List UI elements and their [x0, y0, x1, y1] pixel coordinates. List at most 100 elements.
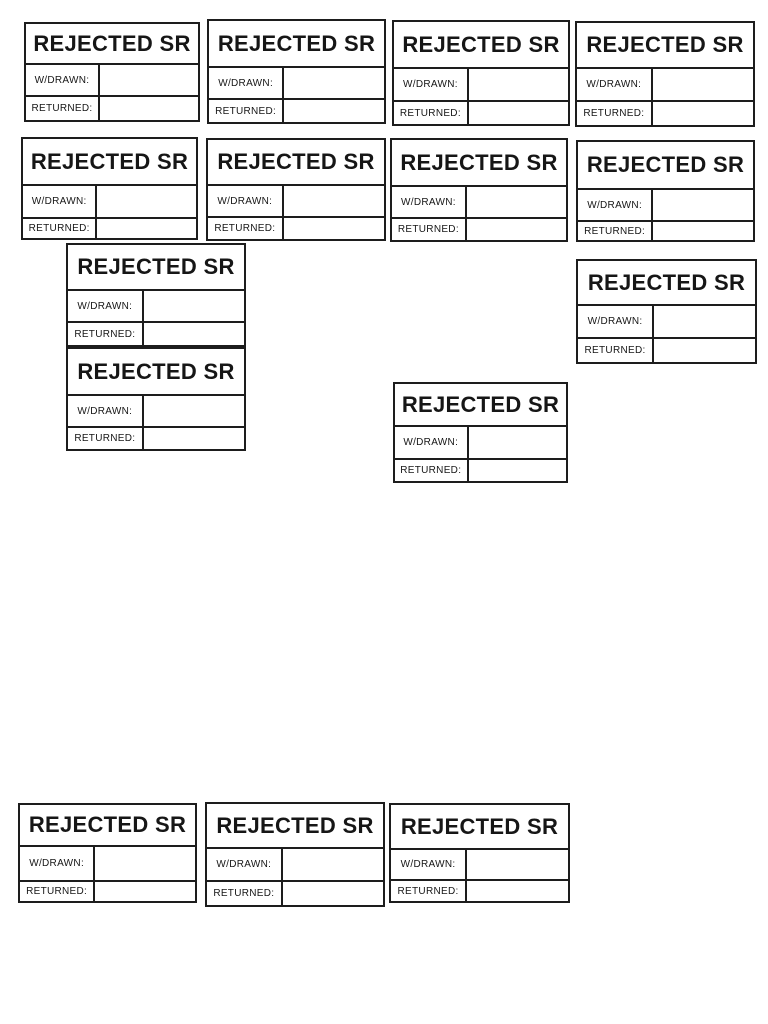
returned-label: RETURNED: — [23, 219, 98, 238]
withdrawn-row: W/DRAWN: — [392, 187, 566, 217]
card-title: REJECTED SR — [20, 805, 195, 847]
withdrawn-row: W/DRAWN: — [391, 850, 568, 879]
card-title: REJECTED SR — [23, 139, 196, 186]
rejected-sr-card: REJECTED SR W/DRAWN: RETURNED: — [66, 243, 246, 347]
withdrawn-label: W/DRAWN: — [578, 190, 654, 220]
withdrawn-value-cell — [468, 427, 566, 458]
returned-row: RETURNED: — [394, 100, 568, 124]
rejected-sr-card: REJECTED SR W/DRAWN: RETURNED: — [576, 259, 757, 364]
rejected-sr-card: REJECTED SR W/DRAWN: RETURNED: — [66, 347, 246, 451]
withdrawn-label: W/DRAWN: — [26, 65, 100, 95]
card-title: REJECTED SR — [68, 245, 244, 291]
card-title: REJECTED SR — [208, 140, 384, 186]
rejected-sr-card: REJECTED SR W/DRAWN: RETURNED: — [392, 20, 570, 126]
withdrawn-label: W/DRAWN: — [577, 69, 653, 100]
withdrawn-row: W/DRAWN: — [577, 69, 753, 100]
returned-value-cell — [466, 219, 566, 240]
withdrawn-label: W/DRAWN: — [207, 849, 283, 880]
withdrawn-value-cell — [467, 850, 568, 879]
returned-row: RETURNED: — [578, 337, 755, 362]
returned-value-cell — [97, 219, 196, 238]
rejected-sr-card: REJECTED SR W/DRAWN: RETURNED: — [389, 803, 570, 903]
card-title: REJECTED SR — [207, 804, 383, 849]
card-title: REJECTED SR — [578, 142, 753, 190]
returned-label: RETURNED: — [392, 219, 467, 240]
rejected-sr-card: REJECTED SR W/DRAWN: RETURNED: — [390, 138, 568, 242]
card-title: REJECTED SR — [68, 349, 244, 396]
withdrawn-label: W/DRAWN: — [395, 427, 469, 458]
returned-row: RETURNED: — [23, 217, 196, 238]
withdrawn-label: W/DRAWN: — [68, 291, 144, 321]
rejected-sr-card: REJECTED SR W/DRAWN: RETURNED: — [207, 19, 386, 124]
card-title: REJECTED SR — [209, 21, 384, 68]
returned-value-cell — [284, 100, 384, 122]
returned-value-cell — [652, 102, 753, 125]
returned-value-cell — [99, 97, 198, 120]
withdrawn-value-cell — [466, 187, 566, 217]
withdrawn-value-cell — [99, 65, 198, 95]
withdrawn-value-cell — [97, 186, 196, 217]
withdrawn-value-cell — [143, 291, 244, 321]
withdrawn-value-cell — [284, 68, 384, 98]
returned-row: RETURNED: — [68, 321, 244, 345]
withdrawn-label: W/DRAWN: — [394, 69, 469, 100]
rejected-sr-card: REJECTED SR W/DRAWN: RETURNED: — [206, 138, 386, 241]
withdrawn-row: W/DRAWN: — [26, 65, 198, 95]
rejected-sr-card: REJECTED SR W/DRAWN: RETURNED: — [576, 140, 755, 242]
withdrawn-row: W/DRAWN: — [208, 186, 384, 216]
returned-label: RETURNED: — [20, 882, 96, 901]
returned-row: RETURNED: — [207, 880, 383, 905]
card-title: REJECTED SR — [577, 23, 753, 69]
withdrawn-row: W/DRAWN: — [394, 69, 568, 100]
withdrawn-value-cell — [468, 69, 568, 100]
returned-label: RETURNED: — [68, 323, 144, 345]
returned-row: RETURNED: — [26, 95, 198, 120]
returned-row: RETURNED: — [209, 98, 384, 122]
returned-value-cell — [468, 102, 568, 124]
card-title: REJECTED SR — [26, 24, 198, 65]
returned-row: RETURNED: — [577, 100, 753, 125]
rejected-sr-card: REJECTED SR W/DRAWN: RETURNED: — [24, 22, 200, 122]
withdrawn-row: W/DRAWN: — [20, 847, 195, 880]
returned-value-cell — [283, 218, 384, 239]
withdrawn-label: W/DRAWN: — [23, 186, 98, 217]
returned-row: RETURNED: — [68, 426, 244, 449]
returned-label: RETURNED: — [578, 339, 655, 362]
returned-value-cell — [654, 339, 755, 362]
withdrawn-value-cell — [654, 306, 755, 337]
withdrawn-row: W/DRAWN: — [578, 306, 755, 337]
returned-label: RETURNED: — [209, 100, 285, 122]
withdrawn-row: W/DRAWN: — [209, 68, 384, 98]
withdrawn-value-cell — [283, 186, 384, 216]
card-title: REJECTED SR — [578, 261, 755, 306]
withdrawn-row: W/DRAWN: — [68, 396, 244, 426]
returned-label: RETURNED: — [207, 882, 283, 905]
returned-row: RETURNED: — [391, 879, 568, 901]
returned-value-cell — [282, 882, 383, 905]
withdrawn-row: W/DRAWN: — [578, 190, 753, 220]
withdrawn-value-cell — [143, 396, 244, 426]
withdrawn-label: W/DRAWN: — [391, 850, 468, 879]
returned-value-cell — [467, 881, 568, 901]
returned-label: RETURNED: — [68, 428, 144, 449]
withdrawn-label: W/DRAWN: — [20, 847, 96, 880]
returned-value-cell — [143, 323, 244, 345]
returned-label: RETURNED: — [26, 97, 100, 120]
returned-row: RETURNED: — [392, 217, 566, 240]
returned-label: RETURNED: — [395, 460, 469, 481]
returned-label: RETURNED: — [577, 102, 653, 125]
returned-value-cell — [143, 428, 244, 449]
card-title: REJECTED SR — [395, 384, 566, 427]
card-title: REJECTED SR — [394, 22, 568, 69]
card-title: REJECTED SR — [392, 140, 566, 187]
returned-row: RETURNED: — [208, 216, 384, 239]
returned-label: RETURNED: — [394, 102, 469, 124]
withdrawn-row: W/DRAWN: — [207, 849, 383, 880]
withdrawn-row: W/DRAWN: — [68, 291, 244, 321]
rejected-sr-card: REJECTED SR W/DRAWN: RETURNED: — [393, 382, 568, 483]
withdrawn-value-cell — [652, 69, 753, 100]
withdrawn-value-cell — [95, 847, 195, 880]
returned-row: RETURNED: — [395, 458, 566, 481]
withdrawn-value-cell — [653, 190, 753, 220]
